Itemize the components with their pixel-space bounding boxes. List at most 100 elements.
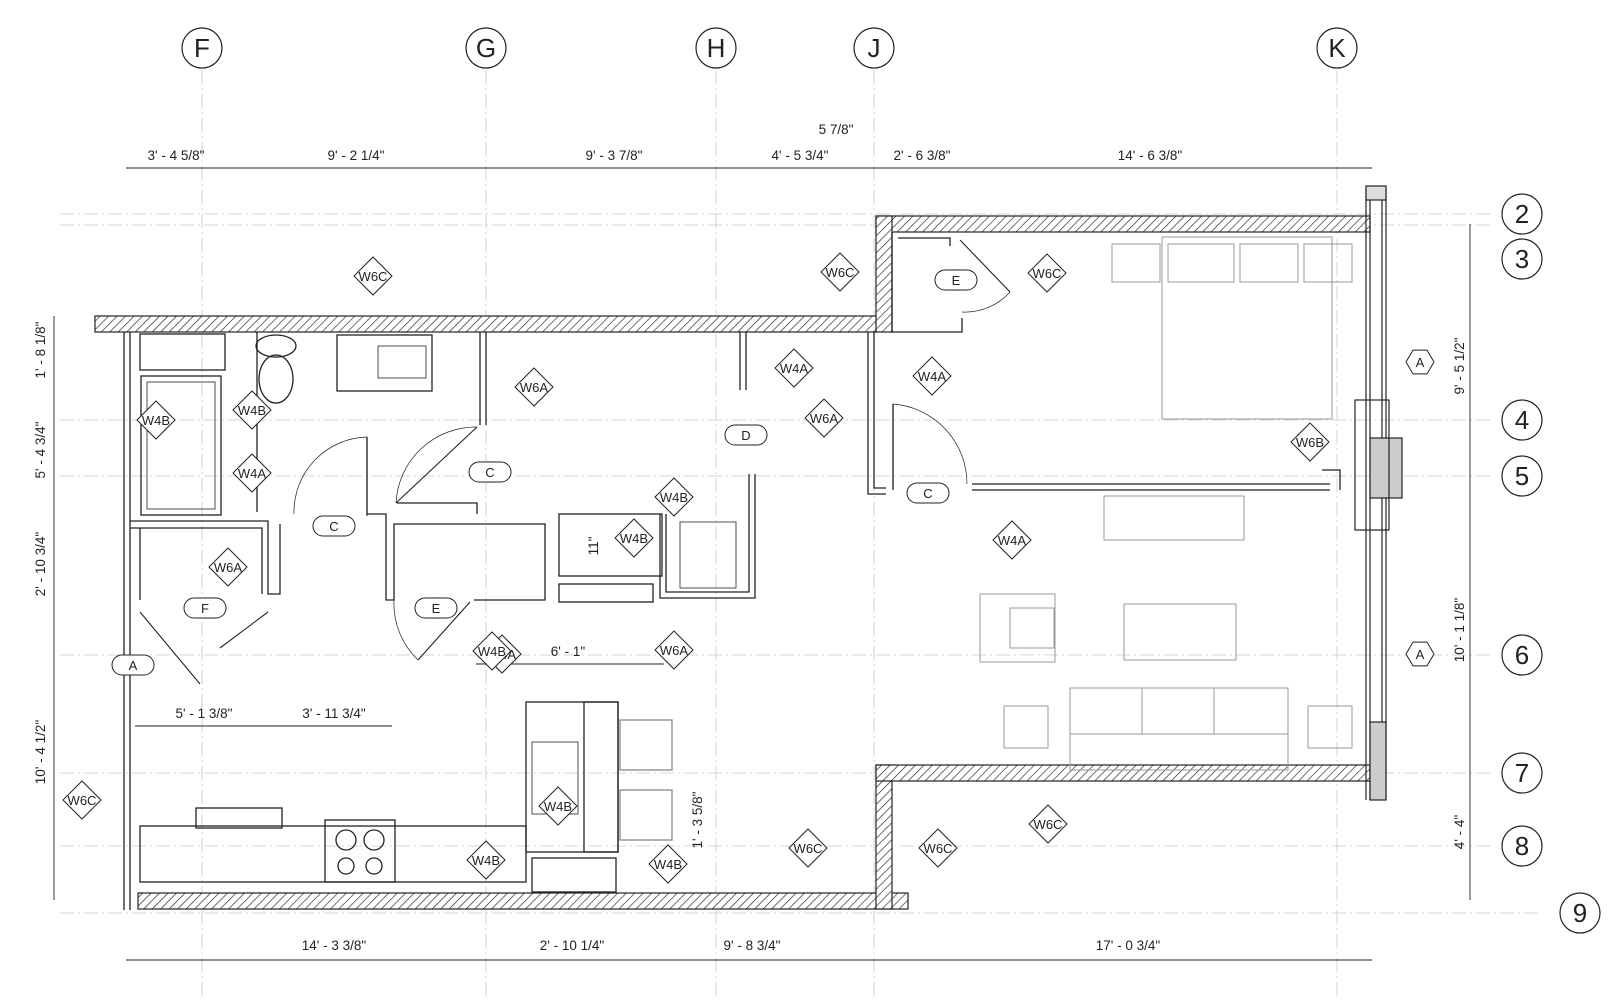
svg-text:F: F [201,601,209,616]
grid-bubble-6: 6 [1501,634,1543,676]
dimension-lines [53,167,1471,961]
dim-left-1: 1' - 8 1/8" [33,321,48,378]
svg-text:J: J [868,33,881,63]
svg-text:W6C: W6C [68,793,97,808]
dim-top-5: 5 7/8" [819,122,854,137]
svg-text:W4B: W4B [654,857,682,872]
window-tags: AA [1405,349,1435,667]
svg-text:C: C [329,519,338,534]
wall-tag-w6c: W6C [62,780,102,820]
svg-text:3: 3 [1515,244,1529,274]
coffee-table [1123,603,1237,661]
svg-text:H: H [707,33,726,63]
furniture [979,236,1353,771]
svg-text:A: A [1416,647,1425,662]
grid-bubble-f: F [181,27,223,69]
grid-bubble-j: J [853,27,895,69]
svg-text:W4B: W4B [238,403,266,418]
wall-tag-w6c: W6C [788,828,828,868]
wall-tag-w4a: W4A [774,348,814,388]
door-swings [139,239,1011,685]
dim-right-1: 9' - 5 1/2" [1452,337,1467,394]
wall-north-east [875,215,1371,233]
svg-text:W6B: W6B [1296,435,1324,450]
svg-text:G: G [476,33,496,63]
wall-tag-w6a: W6A [514,367,554,407]
svg-text:W4B: W4B [142,413,170,428]
svg-text:W4A: W4A [998,533,1027,548]
wall-tag-w4b: W4B [472,631,512,671]
wall-tag-w6a: W6A [654,630,694,670]
grid-bubble-g: G [465,27,507,69]
dimensions-left: 1' - 8 1/8" 5' - 4 3/4" 2' - 10 3/4" 10'… [33,321,48,784]
wall-jog-north [875,215,893,333]
svg-text:W6C: W6C [826,265,855,280]
svg-text:W6C: W6C [924,841,953,856]
grid-bubble-7: 7 [1501,752,1543,794]
wall-tag-w4b: W4B [648,844,688,884]
svg-text:W6C: W6C [1033,266,1062,281]
dim-interior-2: 3' - 11 3/4" [302,706,366,721]
armchair [979,593,1056,663]
svg-text:8: 8 [1515,831,1529,861]
interior-partitions [123,232,1341,910]
svg-text:W6C: W6C [1034,817,1063,832]
door-tag-a: A [111,654,155,676]
walls [94,215,1371,910]
dim-top-7: 14' - 6 3/8" [1118,148,1183,163]
wall-tag-w6a: W6A [804,398,844,438]
svg-text:W6A: W6A [660,643,689,658]
dim-top-3: 9' - 3 7/8" [586,148,643,163]
svg-text:D: D [741,428,750,443]
wall-tag-w6c: W6C [353,256,393,296]
wall-tag-w4b: W4B [654,477,694,517]
svg-text:2: 2 [1515,199,1529,229]
grid-bubble-5: 5 [1501,455,1543,497]
wall-tag-w6c: W6C [918,828,958,868]
dim-bottom-3: 9' - 8 3/4" [724,938,781,953]
svg-text:W4B: W4B [544,799,572,814]
wall-tag-w4b: W4B [136,400,176,440]
wall-tag-w4b: W4B [538,786,578,826]
grid-lines [60,70,1540,1000]
svg-text:A: A [1416,355,1425,370]
dim-interior-3: 6' - 1" [551,644,586,659]
svg-text:K: K [1328,33,1346,63]
wall-tag-w6a: W6A [208,547,248,587]
window-tag-a: A [1405,349,1435,375]
svg-text:W4B: W4B [660,490,688,505]
dim-bottom-1: 14' - 3 3/8" [302,938,367,953]
dim-top-6: 2' - 6 3/8" [894,148,951,163]
svg-text:W6A: W6A [520,380,549,395]
svg-text:C: C [923,486,932,501]
door-tag-c: C [312,515,356,537]
wall-tag-w6c: W6C [1027,253,1067,293]
svg-text:W4A: W4A [238,466,267,481]
grid-bubble-2: 2 [1501,193,1543,235]
dimensions-top: 3' - 4 5/8" 9' - 2 1/4" 9' - 3 7/8" 4' -… [148,122,1183,163]
dim-interior-5: 1' - 3 5/8" [690,791,705,848]
door-tag-c: C [906,482,950,504]
dim-top-4: 4' - 5 3/4" [772,148,829,163]
grid-bubble-8: 8 [1501,825,1543,867]
wall-tags: W6CW6CW6CW6CW6CW6CW6CW4AW4AW4AW4AW4AW6AW… [62,252,1330,884]
dimensions-bottom: 14' - 3 3/8" 2' - 10 1/4" 9' - 8 3/4" 17… [302,938,1161,953]
dim-interior-1: 5' - 1 3/8" [176,706,233,721]
wall-north-west [94,315,878,333]
grid-bubble-3: 3 [1501,238,1543,280]
svg-text:W6A: W6A [214,560,243,575]
svg-text:A: A [129,658,138,673]
svg-text:W6C: W6C [359,269,388,284]
grid-bubble-9: 9 [1559,892,1601,934]
wall-tag-w4a: W4A [912,356,952,396]
window-tag-a: A [1405,641,1435,667]
svg-text:E: E [432,601,441,616]
grid-bubble-k: K [1316,27,1358,69]
dim-left-4: 10' - 4 1/2" [33,720,48,785]
wall-tag-w4a: W4A [992,520,1032,560]
wall-tag-w4b: W4B [232,390,272,430]
wall-south [137,892,909,910]
svg-text:W4B: W4B [472,853,500,868]
svg-text:5: 5 [1515,461,1529,491]
